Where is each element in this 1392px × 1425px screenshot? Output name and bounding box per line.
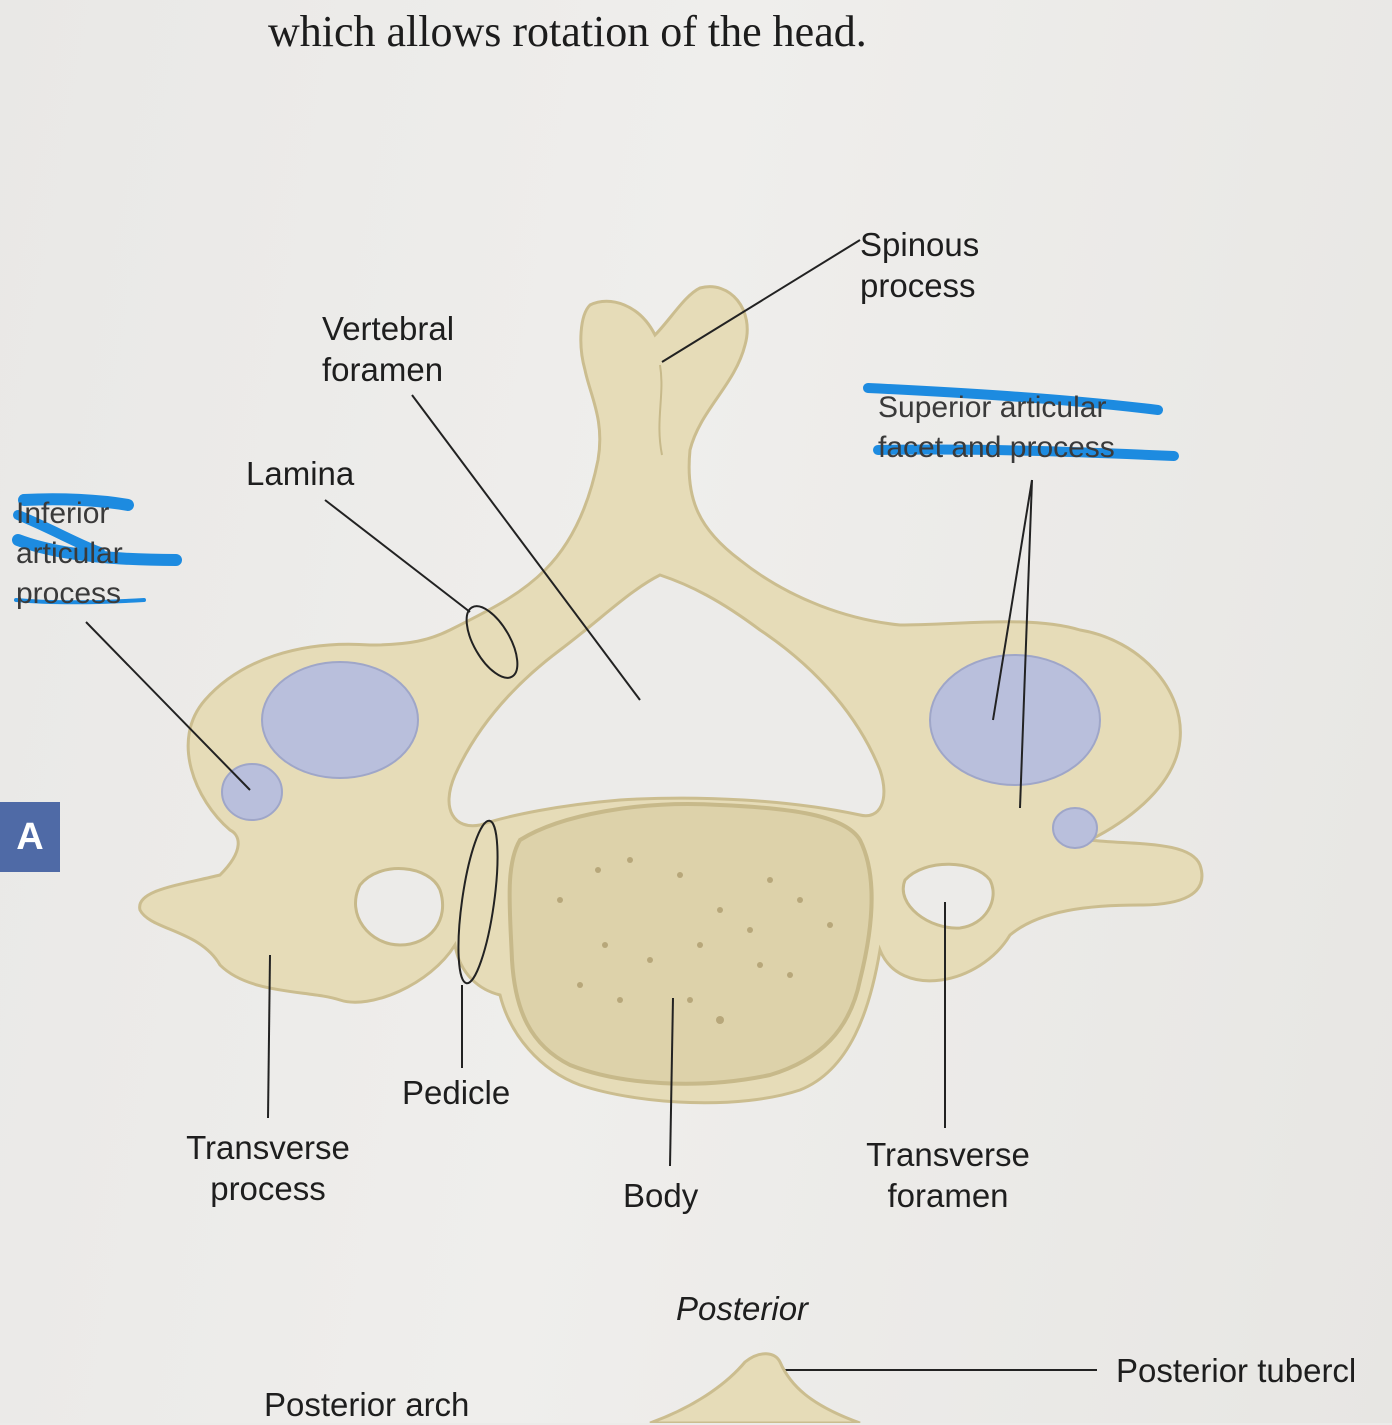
body-pores [557,857,833,1024]
atlas-posterior-tubercle [649,1352,861,1423]
label-superior-articular-facet: Superior articular facet and process [878,391,1115,464]
label-transverse-foramen: Transverse foramen [866,1136,1030,1214]
label-spinous-process: Spinous process [860,226,980,304]
inferior-facet-right [1052,807,1098,849]
transverse-foramen-left [354,867,445,947]
label-vertebral-foramen: Vertebral foramen [322,310,455,388]
superior-facet-left [261,661,419,779]
label-inferior-articular-process: Inferior articular process [16,497,123,610]
vertebral-body-surface [507,802,874,1086]
transverse-foramen-right [901,862,995,930]
label-transverse-process: Transverse process [186,1129,350,1207]
label-posterior-tubercle: Posterior tubercl [1116,1352,1357,1389]
panel-tag: A [0,802,60,872]
body-text: which allows rotation of the head. [268,7,867,56]
lamina-loop [465,605,519,679]
pedicle-loop [457,819,499,985]
highlighter-marks [12,383,1179,605]
leader-lines [85,239,1097,1371]
label-pedicle: Pedicle [402,1074,511,1111]
label-posterior-arch: Posterior arch [264,1386,470,1423]
label-body: Body [623,1177,699,1214]
orientation-label: Posterior [676,1290,809,1327]
label-lamina: Lamina [246,455,355,492]
inferior-facet-left [221,763,283,821]
superior-facet-right [929,654,1101,786]
